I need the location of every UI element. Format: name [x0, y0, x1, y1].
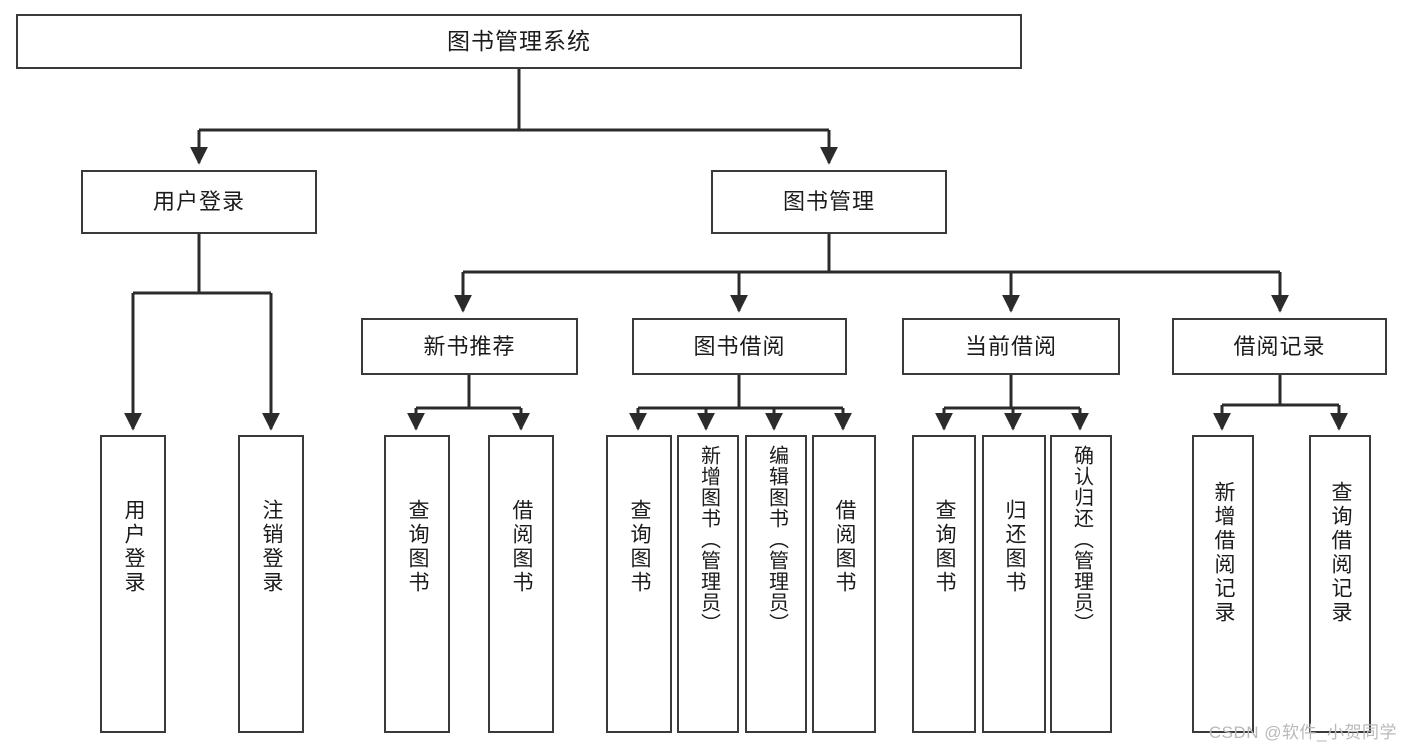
- leaf-book-borrow-query-book[interactable]: 查询图书: [606, 435, 672, 733]
- node-label: 新增借阅记录: [1212, 481, 1236, 625]
- node-book-borrow[interactable]: 图书借阅: [632, 318, 847, 375]
- leaf-current-borrow-confirm-return[interactable]: 确认归还（管理员）: [1050, 435, 1112, 733]
- node-label: 查询借阅记录: [1329, 481, 1353, 625]
- node-label: 图书管理: [782, 189, 875, 215]
- node-label: 借阅图书: [833, 499, 857, 595]
- node-label: 查询图书: [933, 499, 957, 595]
- leaf-current-borrow-query-book[interactable]: 查询图书: [912, 435, 976, 733]
- node-label: 图书管理系统: [447, 27, 591, 54]
- leaf-user-login-login[interactable]: 用户登录: [100, 435, 166, 733]
- leaf-borrow-record-query-record[interactable]: 查询借阅记录: [1309, 435, 1371, 733]
- leaf-user-login-logout[interactable]: 注销登录: [238, 435, 304, 733]
- leaf-new-book-query-book[interactable]: 查询图书: [384, 435, 450, 733]
- node-label: 归还图书: [1003, 499, 1027, 595]
- node-label: 当前借阅: [964, 333, 1057, 359]
- leaf-book-borrow-borrow-book[interactable]: 借阅图书: [812, 435, 876, 733]
- leaf-book-borrow-add-book[interactable]: 新增图书（管理员）: [677, 435, 739, 733]
- node-label: 新增图书（管理员）: [697, 445, 720, 634]
- node-root-system[interactable]: 图书管理系统: [16, 14, 1022, 69]
- node-label: 查询图书: [628, 499, 652, 595]
- leaf-borrow-record-add-record[interactable]: 新增借阅记录: [1192, 435, 1254, 733]
- node-borrow-record[interactable]: 借阅记录: [1172, 318, 1387, 375]
- node-label: 用户登录: [152, 189, 245, 215]
- leaf-current-borrow-return-book[interactable]: 归还图书: [982, 435, 1046, 733]
- node-current-borrow[interactable]: 当前借阅: [902, 318, 1120, 375]
- leaf-book-borrow-edit-book[interactable]: 编辑图书（管理员）: [745, 435, 807, 733]
- node-label: 借阅图书: [510, 499, 534, 595]
- node-user-login[interactable]: 用户登录: [81, 170, 317, 234]
- node-label: 注销登录: [260, 499, 284, 595]
- node-book-management[interactable]: 图书管理: [711, 170, 947, 234]
- node-new-book-recommend[interactable]: 新书推荐: [361, 318, 578, 375]
- node-label: 确认归还（管理员）: [1070, 445, 1093, 634]
- csdn-watermark: CSDN @软件_小贺同学: [1208, 723, 1397, 742]
- node-label: 用户登录: [122, 499, 146, 595]
- node-label: 查询图书: [406, 499, 430, 595]
- node-label: 图书借阅: [693, 333, 786, 359]
- node-label: 借阅记录: [1233, 333, 1326, 359]
- node-label: 编辑图书（管理员）: [765, 445, 788, 634]
- leaf-new-book-borrow-book[interactable]: 借阅图书: [488, 435, 554, 733]
- node-label: 新书推荐: [423, 333, 516, 359]
